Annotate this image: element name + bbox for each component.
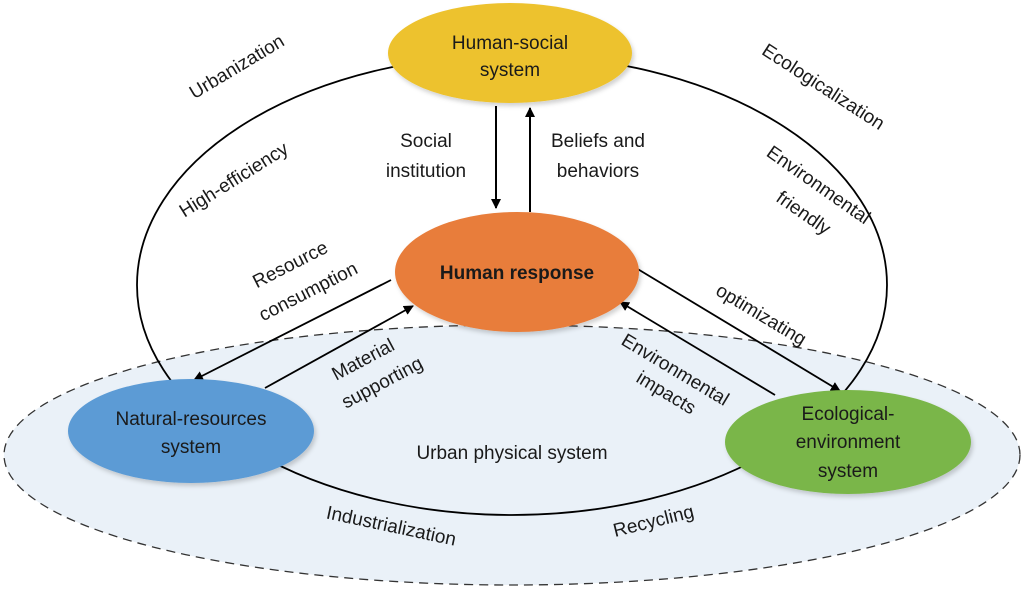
natural-resources-label-2: system — [161, 437, 221, 458]
node-natural-resources — [68, 379, 314, 483]
node-human-social — [388, 3, 632, 103]
arrow-material-supporting — [264, 305, 414, 389]
eco-env-label-3: system — [818, 461, 878, 482]
urban-physical-label: Urban physical system — [416, 443, 607, 464]
human-social-label-1: Human-social — [452, 33, 568, 54]
beliefs-behaviors-label-2: behaviors — [557, 161, 639, 182]
natural-resources-label-1: Natural-resources — [116, 409, 267, 430]
eco-env-label-1: Ecological- — [802, 404, 895, 425]
high-efficiency-label: High-efficiency — [176, 138, 293, 222]
social-institution-label-2: institution — [386, 161, 466, 182]
human-response-label: Human response — [440, 263, 594, 284]
ecologicalization-label: Ecologicalization — [758, 40, 888, 135]
node-human-response — [395, 212, 639, 332]
arrow-resource-consumption — [193, 279, 392, 381]
urbanization-label: Urbanization — [186, 31, 288, 104]
beliefs-behaviors-label-1: Beliefs and — [551, 131, 645, 152]
arrow-optimizating — [635, 267, 841, 392]
eco-env-label-2: environment — [796, 432, 901, 453]
social-institution-label-1: Social — [400, 131, 452, 152]
human-social-label-2: system — [480, 60, 540, 81]
arrow-environmental-impacts — [619, 301, 776, 396]
node-ecological-environment — [725, 390, 971, 494]
